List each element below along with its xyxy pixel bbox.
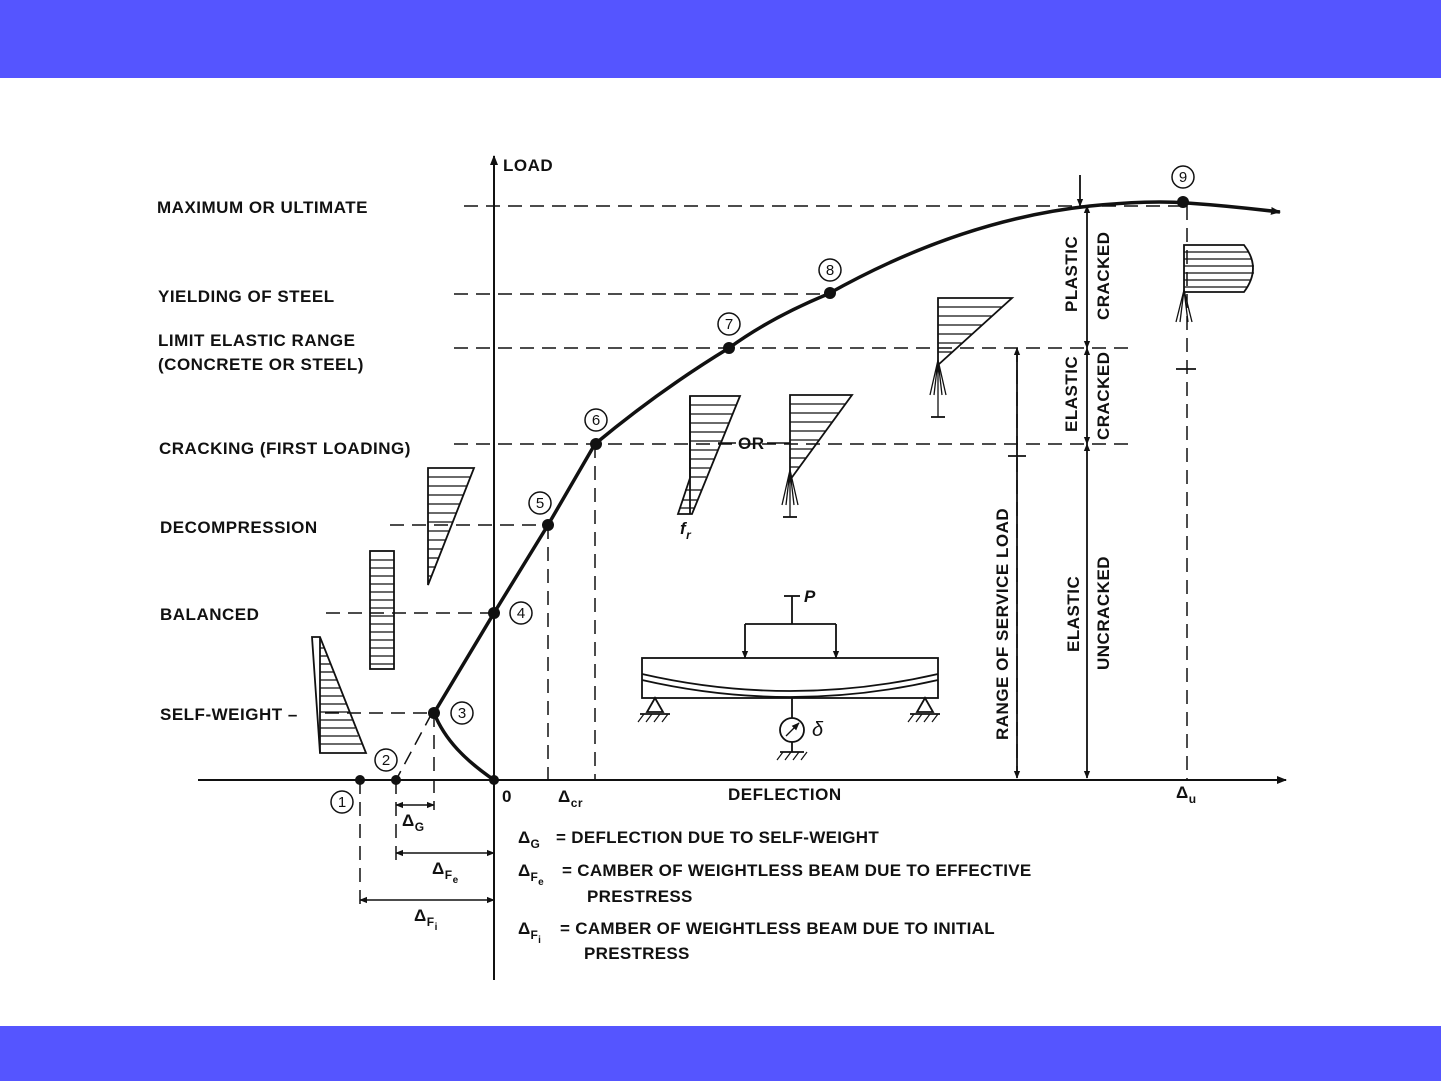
point-number-9: 9 bbox=[1179, 169, 1187, 186]
delta-u-mark: Δu bbox=[1176, 783, 1197, 806]
header-band bbox=[0, 0, 1441, 78]
legend-delta-g-text: = DEFLECTION DUE TO SELF-WEIGHT bbox=[556, 828, 879, 847]
legend-delta-fi-symbol: ΔFi bbox=[518, 919, 541, 946]
level-label-limit-elastic: LIMIT ELASTIC RANGE bbox=[158, 331, 355, 350]
stress-block-cracking-uncracked bbox=[676, 395, 742, 515]
zone-cracked-top: CRACKED bbox=[1094, 232, 1113, 321]
point-number-1: 1 bbox=[338, 794, 346, 811]
zone-elastic-low: ELASTIC bbox=[1064, 576, 1083, 652]
origin-label: 0 bbox=[502, 787, 512, 806]
beam-load-label: P bbox=[804, 587, 816, 606]
stress-block-cracking-cracked bbox=[781, 394, 854, 518]
test-beam-sketch bbox=[637, 595, 940, 761]
stress-block-elastic-cracked bbox=[929, 297, 1015, 418]
legend-delta-fe-symbol: ΔFe bbox=[518, 861, 544, 888]
point-6-dot bbox=[590, 438, 602, 450]
point-number-4: 4 bbox=[517, 605, 525, 622]
point-number-2: 2 bbox=[382, 752, 390, 769]
deflection-axis-label: DEFLECTION bbox=[728, 785, 842, 804]
zone-uncracked: UNCRACKED bbox=[1094, 556, 1113, 670]
delta-fi-label: ΔFi bbox=[414, 906, 438, 933]
zone-range-lines bbox=[1008, 175, 1196, 779]
level-dashed-lines bbox=[325, 205, 1180, 714]
point-0-dot bbox=[489, 775, 499, 785]
delta-fe-label: ΔFe bbox=[432, 859, 459, 886]
or-label: OR bbox=[738, 434, 765, 453]
point-number-6: 6 bbox=[592, 412, 600, 429]
zone-plastic: PLASTIC bbox=[1062, 236, 1081, 312]
stress-block-balanced bbox=[369, 550, 395, 670]
point-1-dot bbox=[355, 775, 365, 785]
delta-g-label: ΔG bbox=[402, 811, 425, 834]
stress-block-decompression bbox=[427, 467, 476, 586]
legend-delta-fi-text-2: PRESTRESS bbox=[584, 944, 690, 963]
level-label-limit-elastic-note: (CONCRETE OR STEEL) bbox=[158, 355, 364, 374]
zone-elastic-mid: ELASTIC bbox=[1062, 356, 1081, 432]
point-number-7: 7 bbox=[725, 316, 733, 333]
point-3-dot bbox=[428, 707, 440, 719]
load-axis-label: LOAD bbox=[503, 156, 553, 175]
legend-delta-fe-text: = CAMBER OF WEIGHTLESS BEAM DUE TO EFFEC… bbox=[562, 861, 1032, 880]
zone-cracked-mid: CRACKED bbox=[1094, 352, 1113, 441]
stress-block-ultimate bbox=[1175, 244, 1254, 323]
level-label-cracking: CRACKING (FIRST LOADING) bbox=[159, 439, 411, 458]
delta-cr-mark: Δcr bbox=[558, 787, 583, 810]
level-label-yielding: YIELDING OF STEEL bbox=[158, 287, 335, 306]
footer-band bbox=[0, 1026, 1441, 1081]
level-label-ultimate: MAXIMUM OR ULTIMATE bbox=[157, 198, 368, 217]
beam-gauge-label: δ bbox=[812, 719, 824, 741]
level-label-decompression: DECOMPRESSION bbox=[160, 518, 318, 537]
legend-delta-g-symbol: ΔG bbox=[518, 828, 540, 851]
stress-block-self-weight bbox=[311, 636, 368, 754]
point-4-dot bbox=[488, 607, 500, 619]
point-7-dot bbox=[723, 342, 735, 354]
legend-delta-fi-text: = CAMBER OF WEIGHTLESS BEAM DUE TO INITI… bbox=[560, 919, 995, 938]
point-5-dot bbox=[542, 519, 554, 531]
point-number-5: 5 bbox=[536, 495, 544, 512]
point-number-3: 3 bbox=[458, 705, 466, 722]
legend-delta-fe-text-2: PRESTRESS bbox=[587, 887, 693, 906]
point-2-dot bbox=[391, 775, 401, 785]
point-number-8: 8 bbox=[826, 262, 834, 279]
point-number-markers bbox=[330, 165, 1195, 814]
level-label-self-weight: SELF-WEIGHT – bbox=[160, 705, 298, 724]
point-9-dot bbox=[1177, 196, 1189, 208]
zone-service-load: RANGE OF SERVICE LOAD bbox=[993, 508, 1012, 740]
point-8-dot bbox=[824, 287, 836, 299]
level-label-balanced: BALANCED bbox=[160, 605, 259, 624]
fr-label: fr bbox=[680, 519, 692, 542]
curve-points bbox=[355, 196, 1189, 785]
